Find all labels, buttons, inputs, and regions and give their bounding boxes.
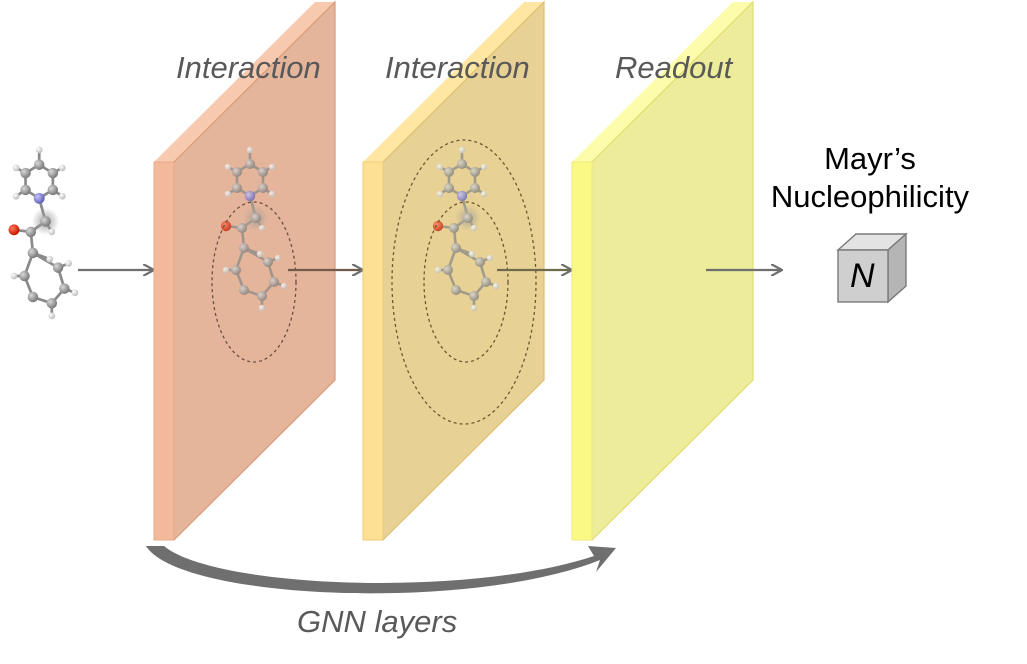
output-symbol: N	[850, 257, 875, 295]
layer-3-front-edge	[571, 161, 593, 541]
layer-1-face	[174, 2, 335, 540]
layer-2-front-edge	[362, 161, 384, 541]
layer-3-top-edge	[572, 2, 753, 162]
gnn-layers-caption: GNN layers	[297, 604, 458, 639]
layer-1-front-edge	[153, 161, 175, 541]
interaction-layer-2	[362, 0, 545, 541]
layer-3-label: Readout	[615, 50, 733, 85]
output-cube-icon	[836, 232, 908, 304]
gnn-layers-curved-arrow	[146, 546, 616, 594]
layer-2-receptive-field-inner	[423, 201, 509, 363]
layer-2-label: Interaction	[385, 50, 530, 85]
layer-3-face	[592, 2, 753, 540]
interaction-layer-1	[153, 0, 336, 541]
layer-2-face	[383, 2, 544, 540]
output-title-line-1: Mayr’s	[824, 141, 916, 176]
layer-2-top-edge	[363, 2, 544, 162]
layer-1-top-edge	[154, 2, 335, 162]
layer-2-receptive-field-outer	[391, 139, 537, 425]
layer-1-label: Interaction	[176, 50, 321, 85]
layer-1-receptive-field	[211, 201, 297, 363]
readout-layer	[571, 0, 754, 541]
input-molecule-icon	[7, 145, 80, 321]
output-title-line-2: Nucleophilicity	[770, 179, 970, 214]
